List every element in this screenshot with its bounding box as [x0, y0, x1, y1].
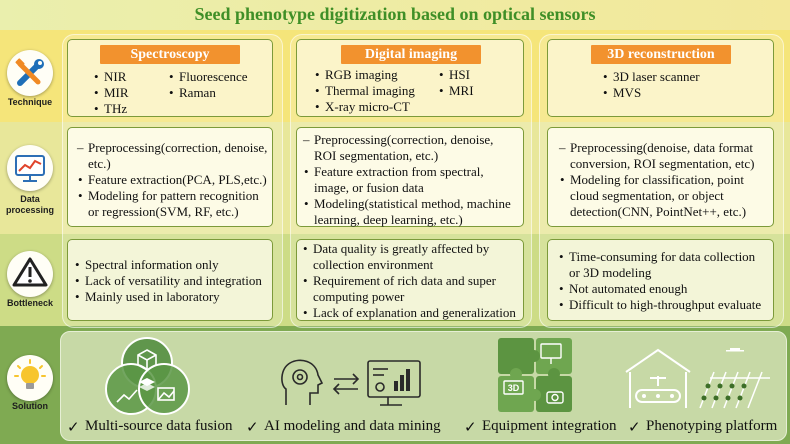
bottleneck-line: Not automated enough — [559, 281, 687, 297]
tech-item: Thermal imaging — [315, 83, 415, 99]
processing-line: Preprocessing(correction, denoise, — [303, 132, 493, 148]
ai-modeling-icon — [281, 359, 421, 406]
bottleneck-line: Data quality is greatly affected by — [303, 241, 489, 257]
bottleneck-line: Time-consuming for data collection — [559, 249, 755, 265]
puzzle-integration-icon: 3D — [498, 338, 572, 412]
bottleneck-row-label: Bottleneck — [6, 298, 53, 308]
solution-label: Phenotyping platform — [646, 418, 778, 434]
tech-item: X-ray micro-CT — [315, 99, 410, 115]
diagram-title: Seed phenotype digitization based on opt… — [194, 4, 596, 24]
processing-row-label: Data processing — [5, 194, 54, 215]
tech-item: 3D laser scanner — [603, 69, 700, 85]
bottleneck-line: Spectral information only — [75, 257, 219, 273]
processing-line: detection(CNN, PointNet++, etc.) — [570, 204, 747, 219]
processing-line: or regression(SVM, RF, etc.) — [88, 204, 239, 219]
processing-line: conversion, ROI segmentation, etc) — [570, 156, 755, 171]
tech-item: NIR — [94, 69, 127, 85]
bottleneck-line: Lack of versatility and integration — [75, 273, 262, 289]
processing-line: cloud segmentation, or object — [570, 188, 724, 203]
bottleneck-line: computing power — [313, 289, 405, 304]
solution-label: Multi-source data fusion — [85, 418, 233, 434]
bottleneck-line: collection environment — [313, 257, 434, 272]
processing-line: Modeling(statistical method, machine — [304, 196, 511, 212]
title-band — [0, 0, 790, 30]
phenotyping-platform-icon — [625, 348, 770, 409]
processing-line: Modeling for classification, point — [560, 172, 744, 188]
bottleneck-line: Mainly used in laboratory — [75, 289, 220, 305]
data-fusion-venn-icon — [105, 337, 190, 415]
reconstruction-header: 3D reconstruction — [591, 45, 731, 64]
processing-line: Feature extraction from spectral, — [304, 164, 484, 180]
processing-line: Modeling for pattern recognition — [78, 188, 259, 204]
bottleneck-line: Difficult to high-throughput evaluate — [559, 297, 761, 313]
tech-item: MVS — [603, 85, 641, 101]
processing-line: ROI segmentation, etc.) — [314, 148, 439, 163]
tech-item: Raman — [169, 85, 216, 101]
processing-line: Preprocessing(denoise, data format — [559, 140, 753, 156]
bottleneck-line: Requirement of rich data and super — [303, 273, 496, 289]
solution-label: AI modeling and data mining — [264, 418, 441, 434]
tech-item: MIR — [94, 85, 128, 101]
tech-item: THz — [94, 101, 127, 117]
puzzle-3d-label: 3D — [508, 383, 520, 393]
bottleneck-line: Lack of explanation and generalization — [303, 305, 516, 321]
imaging-header: Digital imaging — [341, 45, 481, 64]
check-icon: ✓ — [464, 420, 477, 436]
check-icon: ✓ — [246, 420, 259, 436]
check-icon: ✓ — [628, 420, 641, 436]
processing-line: Feature extraction(PCA, PLS,etc.) — [78, 172, 267, 188]
processing-line: etc.) — [88, 156, 111, 171]
solution-row-label: Solution — [12, 401, 48, 411]
tools-icon — [7, 50, 53, 96]
tech-item: HSI — [439, 67, 470, 83]
tech-item: MRI — [439, 83, 473, 99]
solution-label: Equipment integration — [482, 418, 617, 434]
processing-line: learning, deep learning, etc.) — [314, 212, 463, 227]
tech-item: Fluorescence — [169, 69, 248, 85]
lightbulb-icon — [7, 355, 53, 401]
processing-line: image, or fusion data — [314, 180, 424, 195]
bottleneck-line: or 3D modeling — [569, 265, 652, 280]
check-icon: ✓ — [67, 420, 80, 436]
warning-icon — [7, 251, 53, 297]
tech-item: RGB imaging — [315, 67, 398, 83]
spectroscopy-header: Spectroscopy — [100, 45, 240, 64]
monitor-chart-icon — [7, 145, 53, 191]
processing-line: Preprocessing(correction, denoise, — [77, 140, 267, 156]
technique-row-label: Technique — [7, 97, 53, 107]
